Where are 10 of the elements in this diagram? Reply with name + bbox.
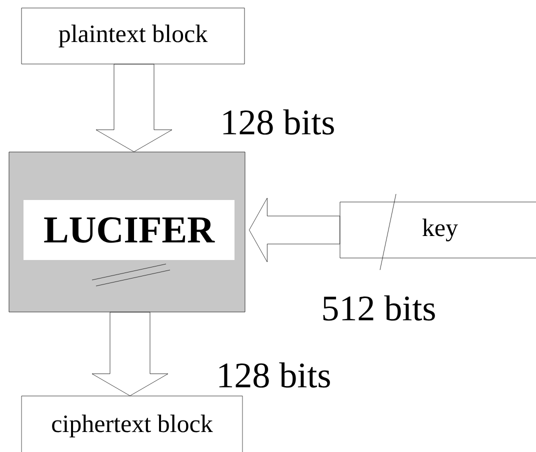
process-box: key bbox=[340, 202, 536, 258]
edge-label: 512 bits bbox=[323, 295, 435, 321]
edge-label: 128 bits bbox=[219, 362, 330, 388]
block-arrow bbox=[96, 64, 172, 152]
cipher-box: LUCIFER bbox=[8, 152, 246, 312]
block-arrow bbox=[92, 312, 168, 396]
process-box: ciphertext block bbox=[21, 396, 243, 452]
block-arrow bbox=[249, 198, 340, 262]
process-box: plaintext block bbox=[21, 8, 245, 64]
edge-label: 128 bits bbox=[223, 109, 334, 135]
